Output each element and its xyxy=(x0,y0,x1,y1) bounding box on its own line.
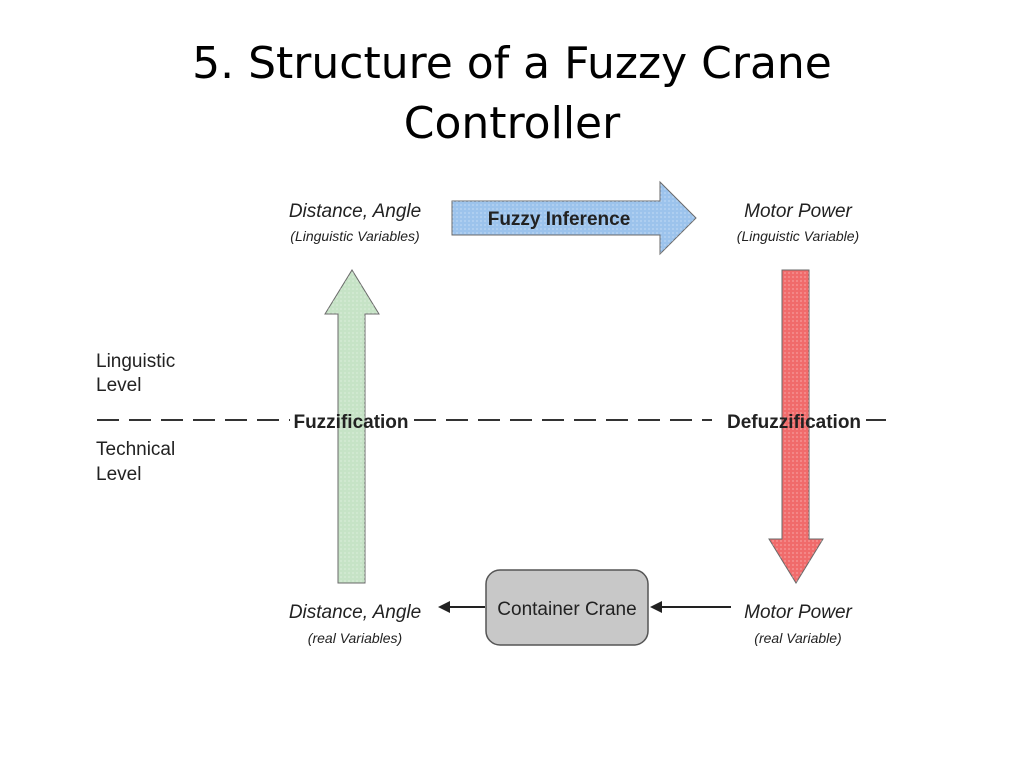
bottom-right-sub: (real Variable) xyxy=(754,630,841,646)
bottom-left-node: Distance, Angle (real Variables) xyxy=(289,602,421,646)
fuzzification-label: Fuzzification xyxy=(293,412,408,433)
top-left-node: Distance, Angle (Linguistic Variables) xyxy=(289,201,421,244)
container-crane-shape xyxy=(485,569,649,646)
container-crane-box: Container Crane xyxy=(485,569,649,646)
connector-arrowhead-left xyxy=(438,601,450,613)
bottom-left-sub: (real Variables) xyxy=(308,630,402,646)
top-right-main: Motor Power xyxy=(744,201,852,222)
slide-title: 5. Structure of a Fuzzy Crane Controller xyxy=(0,34,1024,154)
container-crane-label: Container Crane xyxy=(497,599,636,620)
bottom-left-main: Distance, Angle xyxy=(289,602,421,623)
slide-title-line-2: Controller xyxy=(403,98,621,149)
defuzzification-label: Defuzzification xyxy=(727,412,861,433)
top-right-sub: (Linguistic Variable) xyxy=(737,228,859,244)
linguistic-level-label: Linguistic Level xyxy=(96,351,175,396)
fuzzification-arrow xyxy=(324,269,380,584)
technical-level-line-1: Technical xyxy=(96,439,175,460)
technical-level-line-2: Level xyxy=(96,464,141,485)
top-left-main: Distance, Angle xyxy=(289,201,421,222)
fuzzy-inference-label: Fuzzy Inference xyxy=(488,209,631,230)
connector-motor-to-crane xyxy=(650,601,731,613)
bottom-right-main: Motor Power xyxy=(744,602,852,623)
fuzzy-inference-arrow: Fuzzy Inference xyxy=(451,180,697,256)
defuzzification-arrow xyxy=(768,269,824,584)
slide-title-line-1: 5. Structure of a Fuzzy Crane xyxy=(192,38,832,89)
technical-level-label: Technical Level xyxy=(96,439,175,485)
bottom-right-node: Motor Power (real Variable) xyxy=(744,602,852,646)
linguistic-level-line-2: Level xyxy=(96,375,141,396)
linguistic-level-line-1: Linguistic xyxy=(96,351,175,372)
top-right-node: Motor Power (Linguistic Variable) xyxy=(737,201,859,244)
connector-arrowhead-right xyxy=(650,601,662,613)
top-left-sub: (Linguistic Variables) xyxy=(290,228,419,244)
connector-crane-to-distance xyxy=(438,601,485,613)
